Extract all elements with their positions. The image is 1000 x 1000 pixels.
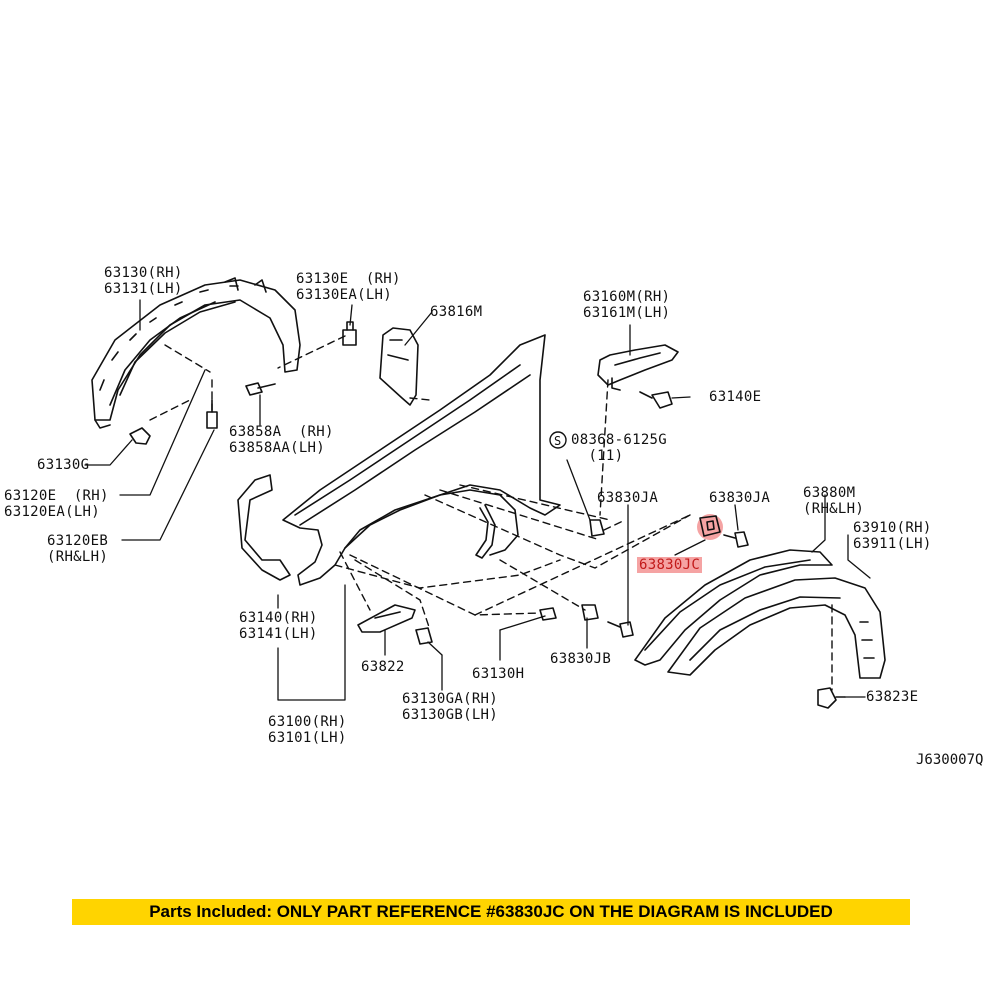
label-63830JC-highlighted: 63830JC bbox=[637, 557, 703, 573]
label-63816M: 63816M bbox=[430, 304, 483, 320]
label-63830JA-left: 63830JA bbox=[597, 490, 659, 506]
label-63130G: 63130G bbox=[37, 457, 90, 473]
bracket-63816M-drawing bbox=[379, 327, 419, 406]
label-63830JB: 63830JB bbox=[550, 651, 612, 667]
label-63823E: 63823E bbox=[866, 689, 919, 705]
svg-text:S: S bbox=[554, 434, 561, 448]
label-63822: 63822 bbox=[361, 659, 405, 675]
label-63120EB: 63120EB (RH&LH) bbox=[47, 533, 109, 565]
label-63830JA-right: 63830JA bbox=[709, 490, 771, 506]
label-63140E: 63140E bbox=[709, 389, 762, 405]
clip-63130E-drawing bbox=[342, 321, 357, 346]
label-63858A: 63858A (RH) 63858AA(LH) bbox=[229, 424, 334, 456]
label-63160M: 63160M(RH) 63161M(LH) bbox=[583, 289, 671, 321]
label-63140: 63140(RH) 63141(LH) bbox=[239, 610, 318, 642]
brace-63160M-drawing bbox=[597, 344, 679, 391]
arch-extension-63910-drawing bbox=[667, 577, 886, 679]
label-08368-6125G: 08368-6125G (11) bbox=[571, 432, 668, 464]
fasteners-drawing bbox=[129, 382, 846, 709]
label-63100: 63100(RH) 63101(LH) bbox=[268, 714, 347, 746]
label-63880M: 63880M (RH&LH) bbox=[803, 485, 865, 517]
clip-63830JC-drawing bbox=[697, 514, 723, 540]
label-63130: 63130(RH) 63131(LH) bbox=[104, 265, 183, 297]
front-fender-drawing bbox=[237, 334, 561, 586]
arch-molding-63880M-drawing bbox=[634, 549, 833, 666]
label-63120E: 63120E (RH) 63120EA(LH) bbox=[4, 488, 109, 520]
label-63130GA: 63130GA(RH) 63130GB(LH) bbox=[402, 691, 499, 723]
label-63910: 63910(RH) 63911(LH) bbox=[853, 520, 932, 552]
label-63130H: 63130H bbox=[472, 666, 525, 682]
diagram-code: J630007Q bbox=[916, 752, 984, 768]
standard-part-symbol: S bbox=[549, 431, 567, 449]
label-63130E: 63130E (RH) 63130EA(LH) bbox=[296, 271, 401, 303]
parts-included-banner: Parts Included: ONLY PART REFERENCE #638… bbox=[72, 899, 910, 925]
bracket-63822-drawing bbox=[357, 604, 416, 633]
leader-lines bbox=[84, 299, 871, 701]
assembly-dashed-lines bbox=[149, 335, 833, 691]
fender-liner-drawing bbox=[91, 277, 301, 429]
